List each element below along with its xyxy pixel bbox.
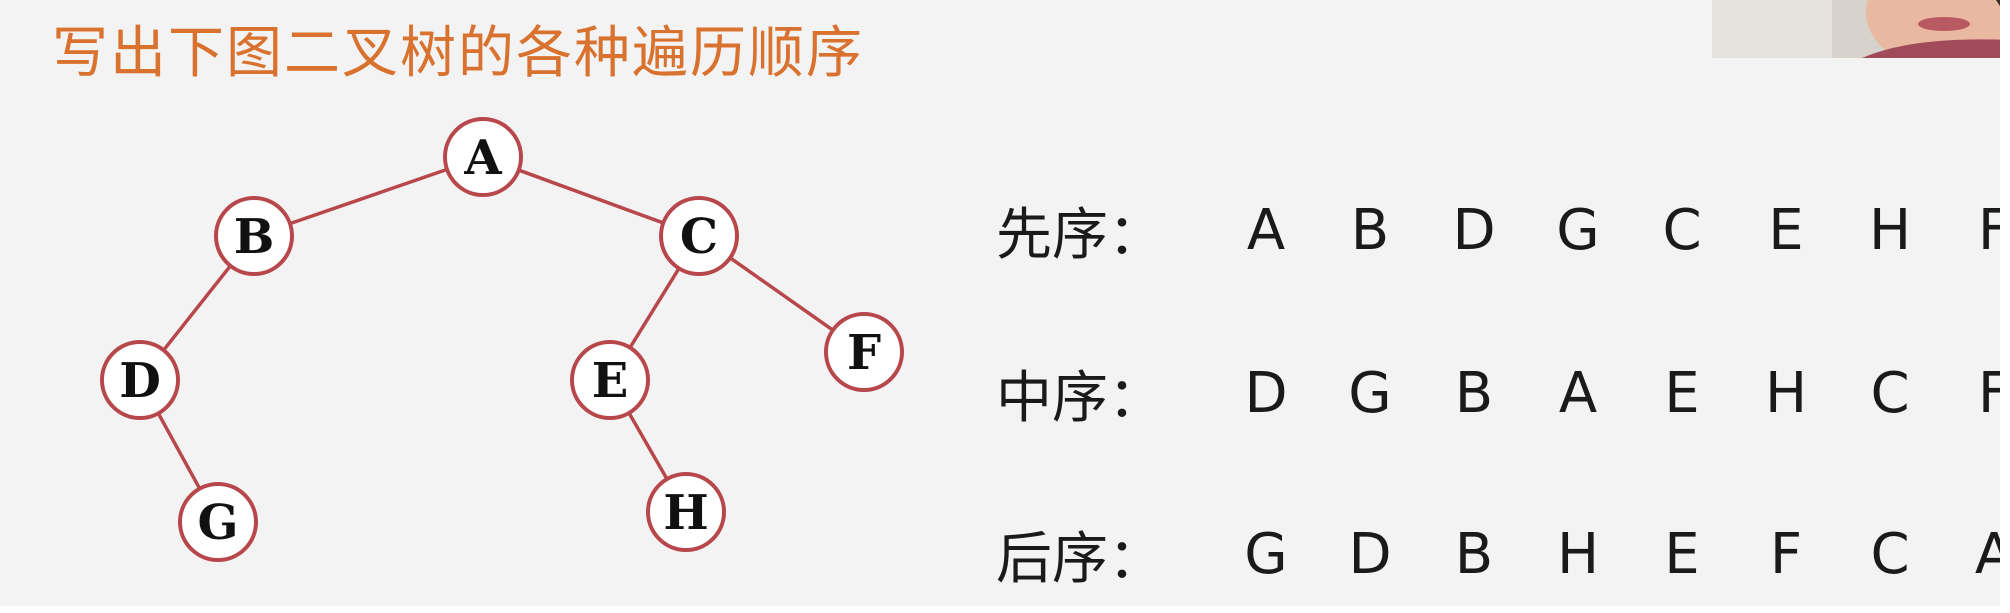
traversal-label: 中序： <box>996 365 1164 431</box>
tree-node-F: F <box>824 312 904 392</box>
webcam-overlay <box>1712 0 2010 58</box>
sequence-item: B <box>1350 197 1390 263</box>
node-circle <box>214 196 294 276</box>
node-label: A <box>463 130 502 186</box>
traversal-sequence: G D B H E F C A <box>1214 522 2010 587</box>
right-border <box>2000 0 2010 608</box>
node-circle <box>178 482 258 562</box>
sequence-item: F <box>1769 521 1803 587</box>
sequence-item: A <box>1558 360 1598 426</box>
sequence-item: G <box>1556 197 1600 263</box>
node-circle <box>646 472 726 552</box>
tree-node-A: A <box>443 117 523 197</box>
tree-nodes: A B C D E F G H <box>100 117 904 562</box>
node-circle <box>100 340 180 420</box>
node-label: B <box>234 209 275 265</box>
tree-node-D: D <box>100 340 180 420</box>
traversal-label: 先序： <box>996 202 1164 268</box>
traversal-row-preorder: 先序： A B D G C E H F <box>996 190 2010 270</box>
binary-tree-diagram: A B C D E F G H <box>100 117 904 562</box>
node-label: E <box>592 353 629 409</box>
sequence-item: E <box>1664 521 1700 587</box>
sequence-item: D <box>1244 360 1288 426</box>
node-label: D <box>119 353 161 409</box>
traversal-label: 后序： <box>996 526 1164 592</box>
tree-node-C: C <box>659 196 739 276</box>
node-circle <box>443 117 523 197</box>
node-label: H <box>663 485 708 541</box>
sequence-item: E <box>1664 360 1700 426</box>
traversal-row-postorder: 后序： G D B H E F C A <box>996 514 2010 594</box>
sequence-item: A <box>1246 197 1286 263</box>
sequence-item: C <box>1662 197 1702 263</box>
traversal-sequence: A B D G C E H F <box>1214 198 2010 263</box>
node-label: G <box>198 495 239 551</box>
slide-title: 写出下图二叉树的各种遍历顺序 <box>52 21 864 86</box>
tree-edge-B-D <box>162 264 232 352</box>
tree-node-B: B <box>214 196 294 276</box>
sequence-item: H <box>1868 197 1912 263</box>
sequence-item: B <box>1454 521 1494 587</box>
traversal-row-inorder: 中序： D G B A E H C F <box>996 353 2010 433</box>
traversal-sequence: D G B A E H C F <box>1214 361 2010 426</box>
node-circle <box>570 340 650 420</box>
node-circle <box>824 312 904 392</box>
sequence-item: B <box>1454 360 1494 426</box>
bottom-border <box>0 606 2010 613</box>
sequence-item: C <box>1870 521 1910 587</box>
sequence-item: C <box>1870 360 1910 426</box>
tree-edge-C-F <box>729 256 834 332</box>
node-label: F <box>847 325 881 381</box>
tree-edges <box>156 167 834 490</box>
tree-node-G: G <box>178 482 258 562</box>
sequence-item: G <box>1348 360 1392 426</box>
tree-node-E: E <box>570 340 650 420</box>
sequence-item: H <box>1764 360 1808 426</box>
sequence-item: H <box>1556 521 1600 587</box>
tree-edge-A-B <box>289 167 448 226</box>
tree-node-H: H <box>646 472 726 552</box>
tree-edge-C-E <box>628 267 681 349</box>
sequence-item: E <box>1768 197 1804 263</box>
node-circle <box>659 196 739 276</box>
sequence-item: D <box>1452 197 1496 263</box>
node-label: C <box>680 209 718 265</box>
tree-edge-E-H <box>627 412 669 480</box>
presenter-video-thumbnail <box>1712 0 2010 58</box>
sequence-item: G <box>1244 521 1288 587</box>
tree-edge-D-G <box>156 412 202 490</box>
tree-edge-A-C <box>518 168 664 225</box>
sequence-item: D <box>1348 521 1392 587</box>
